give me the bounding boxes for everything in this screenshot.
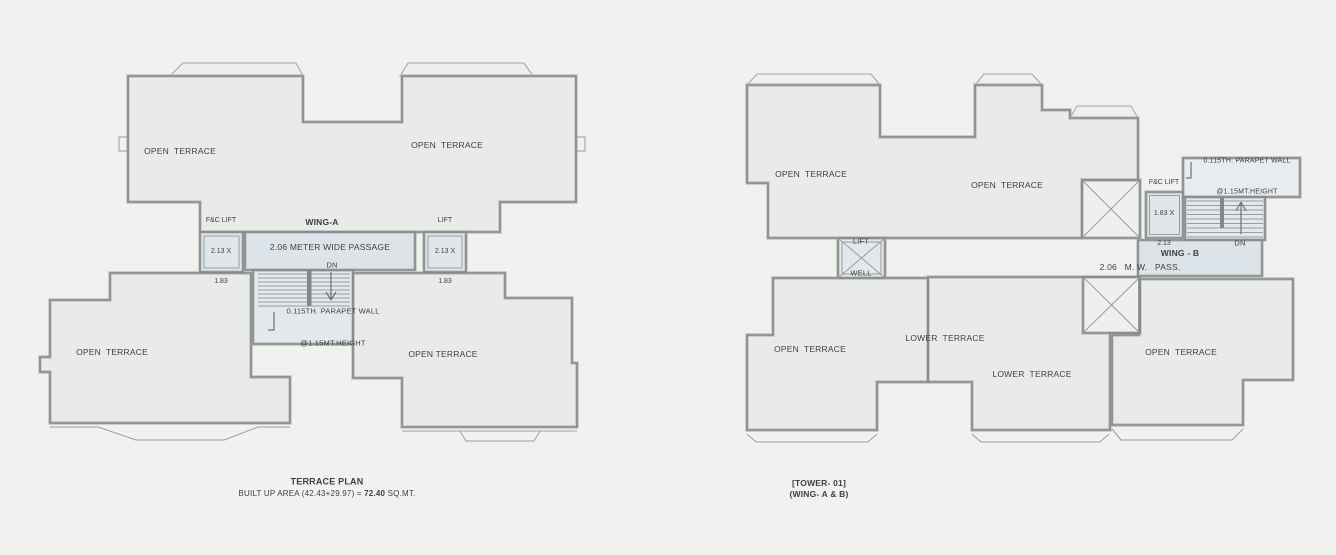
open-terrace-label: OPEN TERRACE [411,139,483,150]
wall-notches [118,136,586,152]
open-terrace-label: OPEN TERRACE [774,343,846,354]
tower-caption-line2: (WING- A & B) [789,488,849,499]
wing-a-stairs [258,270,350,307]
parapet-note: 0.115TH. PARAPET WALL @1.15MT.HEIGHT [286,306,380,348]
open-terrace-label: OPEN TERRACE [76,346,148,357]
wing-b-stairs [1187,197,1263,238]
open-terrace-label: OPEN TERRACE [144,145,216,156]
wing-b-label: WING - B [1160,247,1200,258]
stair-up-arrow-icon [1235,201,1247,234]
terrace-plan-title: TERRACE PLAN [290,476,364,487]
stair-down-arrow-icon [325,272,337,301]
dn-label: DN [326,260,338,270]
fc-lift-label: F&C LIFT 2.13 X 1.83 [205,217,237,286]
lift-well-label: LIFT WELL [850,236,872,278]
open-terrace-label: OPEN TERRACE [971,179,1043,190]
tower-caption-line1: [TOWER- 01] [792,477,846,488]
open-terrace-label: OPEN TERRACE [408,348,478,359]
lower-terrace-label: LOWER TERRACE [992,368,1072,379]
open-terrace-label: OPEN TERRACE [1145,346,1217,357]
duct-cross-icon [837,179,1141,334]
lower-terrace-label: LOWER TERRACE [905,332,985,343]
fc-lift-label: F&C LIFT 1.83 X 2.13 [1148,179,1180,248]
lift-label: LIFT 2.13 X 1.83 [434,217,456,286]
bottom-aprons [50,426,1244,443]
open-terrace-label: OPEN TERRACE [775,168,847,179]
passage-label: 2.06 M. W. PASS. [1099,261,1181,272]
built-up-area-caption: BUILT UP AREA (42.43+29.97) = 72.40 SQ.M… [238,489,416,499]
passage-label: 2.06 METER WIDE PASSAGE [269,241,391,252]
parapet-leader-icon [268,162,1192,331]
dn-label: DN [1234,238,1246,248]
wing-a-label: WING-A [305,216,339,227]
parapet-note: 0.115TH. PARAPET WALL @1.15MT.HEIGHT [1203,157,1291,196]
